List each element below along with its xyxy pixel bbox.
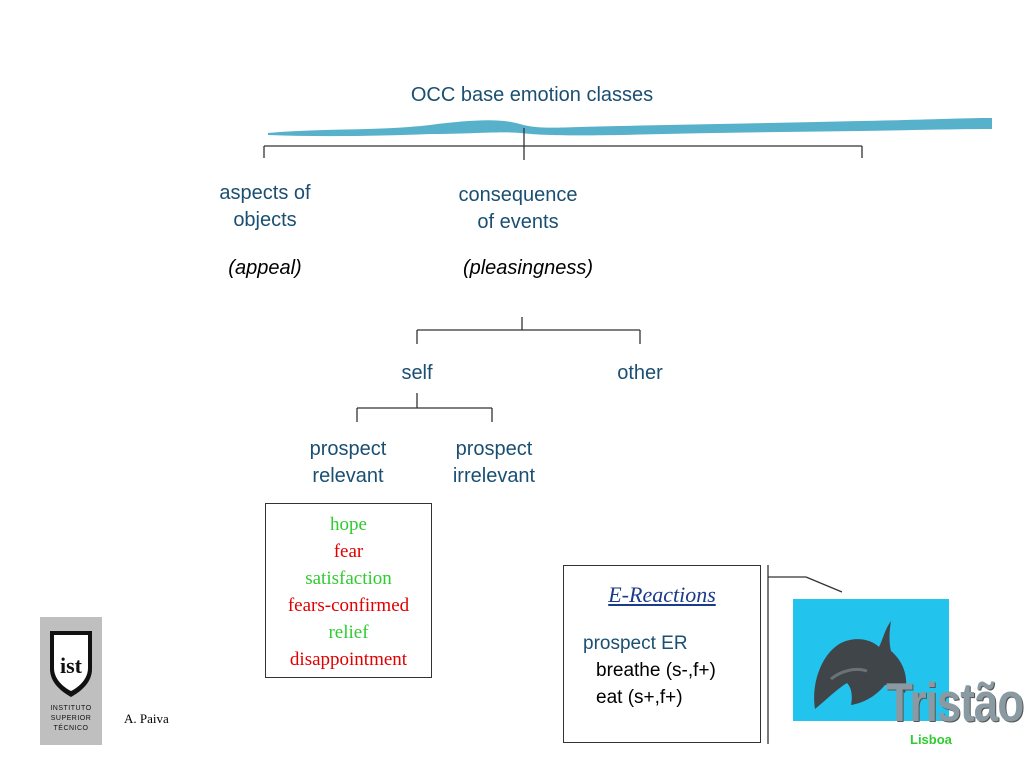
author-label: A. Paiva (124, 711, 169, 726)
diagram-title: OCC base emotion classes (410, 84, 654, 106)
svg-text:ist: ist (60, 653, 83, 678)
branch-events-line1: consequence (458, 184, 578, 206)
tristao-sub: Lisboa (910, 732, 952, 747)
branch-objects-label: aspects of objects (190, 180, 340, 234)
branch-events-label: consequence of events (430, 182, 606, 236)
dolphin-icon (814, 621, 907, 709)
ereactions-category: prospect ER (583, 633, 688, 654)
prospect-relevant-line1: prospect (309, 438, 387, 460)
emotion-fears-confirmed: fears-confirmed (287, 595, 410, 616)
prospect-irrelevant-line2: irrelevant (452, 465, 536, 487)
emotion-relief: relief (328, 622, 369, 643)
ist-logo-line3: TÉCNICO (53, 725, 89, 732)
branch-events-line2: of events (477, 211, 559, 233)
prospect-relevant-line2: relevant (312, 465, 384, 487)
title-wave (268, 118, 992, 137)
branch-events-qualifier: (pleasingness) (462, 257, 594, 279)
ereactions-title: E-Reactions (608, 582, 716, 607)
ereaction-breathe: breathe (s-,f+) (596, 660, 716, 681)
emotion-satisfaction: satisfaction (305, 568, 392, 589)
dolphin-image (793, 599, 949, 721)
tristao-badge: Tristão Lisboa (886, 672, 1024, 752)
node-prospect-relevant: prospect relevant (287, 436, 409, 490)
node-prospect-irrelevant: prospect irrelevant (430, 436, 558, 490)
ist-logo-line1: INSTITUTO (50, 705, 92, 712)
node-self: self (401, 362, 433, 384)
emotion-disappointment: disappointment (289, 649, 408, 670)
ist-logo-line2: SUPERIOR (50, 715, 92, 722)
branch-objects-qualifier: (appeal) (228, 257, 302, 279)
ist-logo: ist INSTITUTO SUPERIOR TÉCNICO (40, 617, 102, 745)
emotion-list-box: hope fear satisfaction fears-confirmed r… (265, 503, 432, 678)
ist-shield-icon: ist (50, 631, 92, 697)
emotion-fear: fear (333, 541, 364, 562)
prospect-irrelevant-line1: prospect (455, 438, 533, 460)
ereactions-box: E-Reactions prospect ER breathe (s-,f+) … (563, 565, 761, 743)
node-other: other (617, 362, 663, 384)
tristao-name: Tristão (886, 672, 1024, 734)
branch-objects-line2: objects (233, 209, 297, 231)
branch-objects-line1: aspects of (219, 182, 311, 204)
emotion-hope: hope (330, 514, 367, 535)
ereaction-eat: eat (s+,f+) (596, 687, 683, 708)
